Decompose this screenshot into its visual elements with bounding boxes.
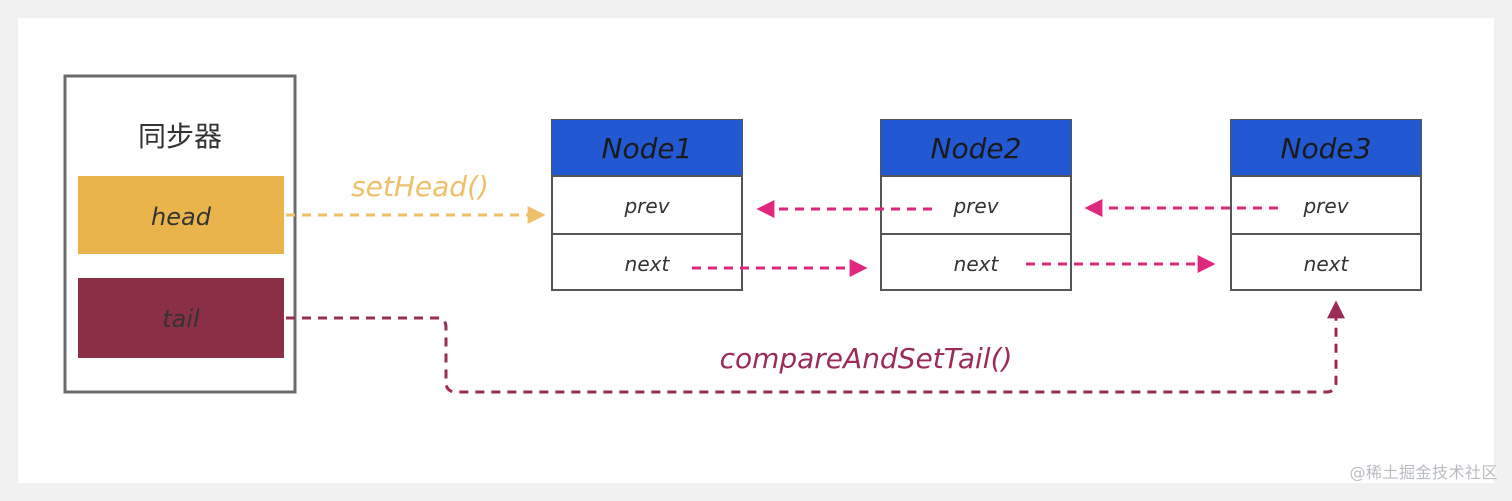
- head-label: head: [151, 203, 212, 231]
- node-1-prev: prev: [623, 194, 670, 218]
- synchronizer-title: 同步器: [138, 120, 222, 153]
- node-1: Node1 prev next: [551, 119, 743, 291]
- node-2-next: next: [954, 252, 1000, 276]
- sethead-label: setHead(): [351, 170, 489, 203]
- node-2-prev: prev: [952, 194, 999, 218]
- watermark: @稀土掘金技术社区: [1349, 463, 1498, 482]
- node-1-title: Node1: [602, 132, 693, 165]
- node-1-next: next: [625, 252, 671, 276]
- tail-field: [78, 278, 284, 358]
- node-1-header: [552, 120, 742, 176]
- compare-and-set-tail-arrow: [286, 300, 1345, 394]
- node-3: Node3 prev next: [1230, 119, 1422, 291]
- node-3-next: next: [1304, 252, 1350, 276]
- tail-label: tail: [162, 305, 200, 333]
- node-3-header: [1231, 120, 1421, 176]
- node-2-title: Node2: [931, 132, 1022, 165]
- synchronizer-box: 同步器 head tail: [63, 74, 297, 394]
- compare-and-set-tail-label: compareAndSetTail(): [720, 342, 1013, 375]
- node-3-title: Node3: [1281, 132, 1372, 165]
- node-2: Node2 prev next: [880, 119, 1072, 291]
- node-2-header: [881, 120, 1071, 176]
- node-3-prev: prev: [1302, 194, 1349, 218]
- head-field: [78, 176, 284, 254]
